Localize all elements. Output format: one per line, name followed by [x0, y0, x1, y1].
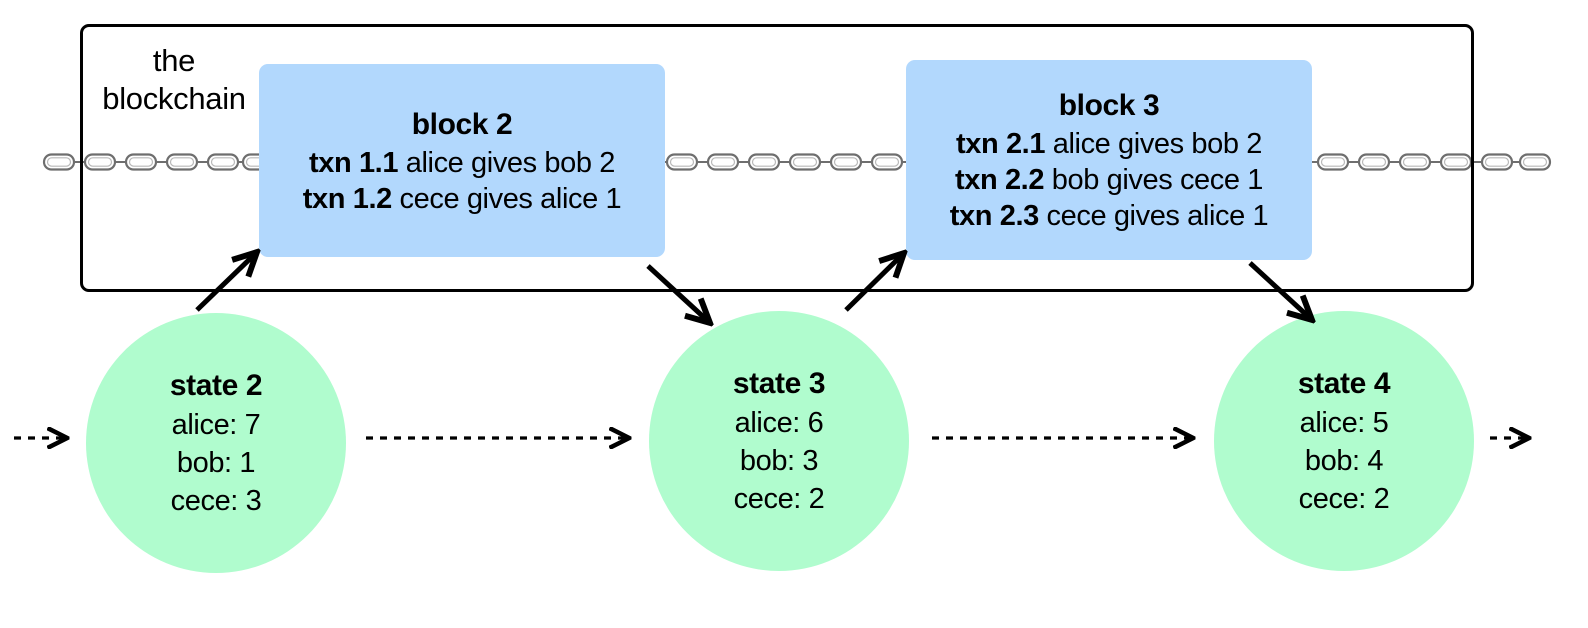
blockchain-container — [80, 24, 1474, 292]
block-transaction-row: txn 2.3 cece gives alice 1 — [949, 198, 1269, 234]
transaction-text: bob gives cece 1 — [1051, 164, 1264, 196]
state-balance-row: bob: 1 — [176, 447, 256, 479]
state-balance-row: alice: 5 — [1299, 407, 1389, 439]
state-title: state 4 — [1297, 367, 1391, 400]
block-card-block-3[interactable]: block 3 txn 2.1 alice gives bob 2 txn 2.… — [906, 60, 1312, 260]
state-circle-state-3[interactable]: state 3 alice: 6 bob: 3 cece: 2 — [649, 311, 909, 571]
blockchain-label-line-1: the — [152, 43, 196, 78]
state-balance-row: bob: 4 — [1304, 445, 1384, 477]
block-transaction-row: txn 1.2 cece gives alice 1 — [302, 181, 622, 217]
block-card-block-2[interactable]: block 2 txn 1.1 alice gives bob 2 txn 1.… — [259, 64, 665, 257]
blockchain-label: the blockchain — [88, 42, 260, 118]
block-transaction-row: txn 2.2 bob gives cece 1 — [955, 162, 1263, 198]
transaction-text: alice gives bob 2 — [405, 146, 616, 179]
transaction-id: txn 1.2 — [302, 182, 392, 215]
block-transaction-row: txn 1.1 alice gives bob 2 — [309, 145, 615, 181]
state-balance-row: cece: 2 — [1298, 483, 1390, 515]
transaction-id: txn 2.3 — [949, 200, 1039, 232]
block-transaction-row: txn 2.1 alice gives bob 2 — [956, 126, 1262, 162]
block-title: block 2 — [411, 107, 513, 141]
transaction-id: txn 1.1 — [309, 146, 399, 179]
blockchain-label-line-2: blockchain — [102, 81, 246, 116]
transaction-text: cece gives alice 1 — [1046, 200, 1269, 232]
block-title: block 3 — [1058, 89, 1160, 122]
state-circle-state-4[interactable]: state 4 alice: 5 bob: 4 cece: 2 — [1214, 311, 1474, 571]
state-balance-row: cece: 2 — [733, 483, 825, 515]
chain-segment-left — [42, 153, 275, 171]
state-title: state 2 — [169, 369, 263, 402]
state-balance-row: alice: 6 — [734, 407, 824, 439]
state-balance-row: cece: 3 — [170, 485, 262, 517]
state-balance-row: alice: 7 — [171, 409, 261, 441]
transaction-text: alice gives bob 2 — [1052, 128, 1263, 160]
transaction-id: txn 2.2 — [955, 164, 1045, 196]
state-balance-row: bob: 3 — [739, 445, 819, 477]
state-title: state 3 — [732, 367, 826, 400]
chain-segment-right — [1312, 153, 1552, 171]
transaction-text: cece gives alice 1 — [399, 182, 622, 215]
state-circle-state-2[interactable]: state 2 alice: 7 bob: 1 cece: 3 — [86, 313, 346, 573]
chain-segment-middle — [665, 153, 906, 171]
transaction-id: txn 2.1 — [956, 128, 1046, 160]
